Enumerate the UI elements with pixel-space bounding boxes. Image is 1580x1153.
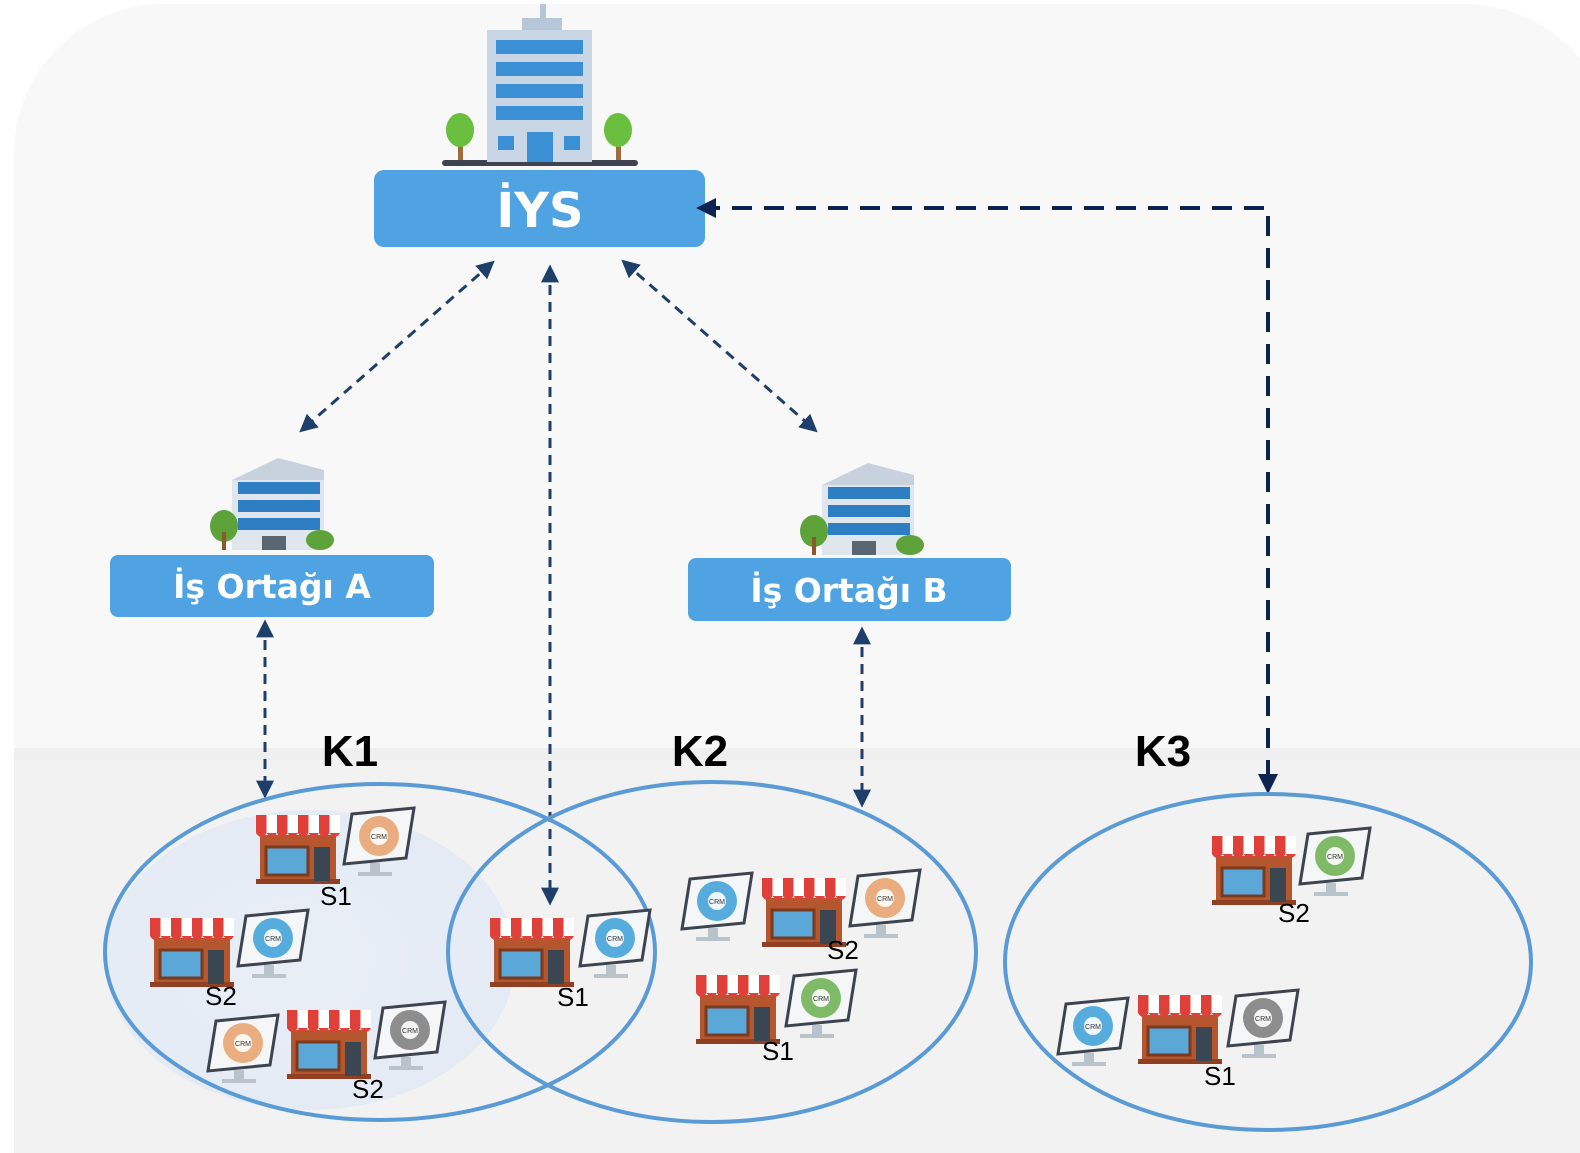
k1-label: K1 (322, 727, 378, 776)
crm-monitor-icon-k1-s2-bottom-a: CRM (206, 1013, 280, 1083)
crm-monitor-icon-k1k2-s1: CRM (578, 908, 652, 978)
site-label-k1-s1: S1 (320, 881, 352, 911)
k3-ellipse (1003, 792, 1533, 1132)
crm-monitor-icon-k1-s2-left: CRM (236, 908, 310, 978)
svg-text:CRM: CRM (1255, 1016, 1271, 1023)
sites-layer: CRM CRM CRM CRM CRM CRM CRM CRM CRM CRM CRM (150, 806, 1372, 1083)
partner-a-box (110, 555, 434, 617)
partner-a-label: İş Ortağı A (173, 566, 371, 606)
site-label-k1k2-s1: S1 (557, 982, 589, 1012)
svg-text:CRM: CRM (402, 1028, 418, 1035)
store-icon-k2-s2 (762, 878, 846, 947)
store-icon-k3-s2 (1212, 836, 1296, 905)
k2-label: K2 (672, 727, 728, 776)
site-label-k1-s2-bottom: S2 (352, 1074, 384, 1104)
svg-text:CRM: CRM (709, 899, 725, 906)
crm-monitor-icon-k3-s1-a: CRM (1056, 996, 1130, 1066)
store-icon-k2-s1 (696, 975, 780, 1044)
crm-monitor-icon-k2-s2-b: CRM (848, 868, 922, 938)
crm-monitor-icon-k1-s1: CRM (342, 806, 416, 876)
svg-text:CRM: CRM (1327, 854, 1343, 861)
store-icon-k1k2-s1 (490, 918, 574, 987)
site-label-k3-s2: S2 (1278, 898, 1310, 928)
svg-text:CRM: CRM (265, 936, 281, 943)
partner-b-node: İş Ortağı B (688, 558, 1011, 621)
store-icon-k1-s2-left (150, 918, 234, 987)
crm-monitor-icon-k2-s2-a: CRM (680, 871, 754, 941)
store-icon-k3-s1 (1138, 995, 1222, 1064)
svg-text:CRM: CRM (813, 996, 829, 1003)
k1-ellipse (103, 782, 657, 1122)
crm-monitor-icon-k2-s1: CRM (784, 968, 858, 1038)
partner-b-label: İş Ortağı B (750, 570, 947, 610)
k3-label: K3 (1135, 727, 1191, 776)
k2-ellipse (446, 780, 978, 1124)
svg-text:CRM: CRM (371, 834, 387, 841)
svg-text:CRM: CRM (235, 1041, 251, 1048)
crm-monitor-icon-k3-s1-b: CRM (1226, 988, 1300, 1058)
partner-a-building-icon (210, 458, 334, 550)
iys-box (374, 170, 705, 247)
connector-iys-partner-a (299, 260, 495, 433)
site-label-k1-s2-left: S2 (205, 981, 237, 1011)
crm-monitor-icon-k1-s2-bottom-b: CRM (373, 1000, 447, 1070)
site-label-k3-s1: S1 (1204, 1061, 1236, 1091)
iys-label: İYS (496, 182, 583, 239)
svg-text:CRM: CRM (877, 896, 893, 903)
store-icon-k1-s1 (256, 815, 340, 884)
site-label-k2-s1: S1 (762, 1036, 794, 1066)
iys-node: İYS (374, 170, 705, 247)
crm-monitor-icon-k3-s2: CRM (1298, 826, 1372, 896)
partner-a-node: İş Ortağı A (110, 555, 434, 617)
store-icon-k1-s2-bottom (287, 1010, 371, 1079)
site-label-k2-s2: S2 (827, 935, 859, 965)
svg-text:CRM: CRM (1085, 1024, 1101, 1031)
headquarters-building-icon (442, 4, 638, 166)
svg-text:CRM: CRM (607, 936, 623, 943)
